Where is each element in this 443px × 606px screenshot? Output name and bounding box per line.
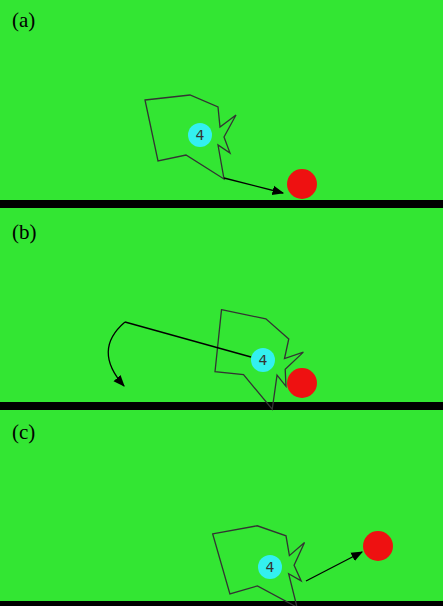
robot-number: 4: [196, 128, 205, 142]
panel-label: (b): [12, 220, 37, 245]
robot-outline: [145, 95, 236, 179]
ball: [363, 531, 393, 561]
motion-arrow: [306, 552, 362, 581]
panel-divider: [0, 601, 443, 606]
panel-divider: [0, 402, 443, 410]
robot-outline: [197, 305, 310, 413]
orientation-line: [125, 322, 251, 357]
panel-label: (a): [12, 8, 35, 33]
motion-arrow: [224, 178, 283, 193]
robot-id-marker: 4: [251, 348, 275, 372]
robot-number: 4: [259, 353, 268, 367]
robot-id-marker: 4: [258, 555, 282, 579]
panel-label: (c): [12, 420, 35, 445]
robot-number: 4: [266, 560, 275, 574]
ball: [287, 368, 317, 398]
ball: [287, 169, 317, 199]
panel-divider: [0, 200, 443, 208]
robot-outline: [212, 523, 309, 606]
robot-id-marker: 4: [188, 123, 212, 147]
rotation-arrow: [108, 322, 125, 386]
